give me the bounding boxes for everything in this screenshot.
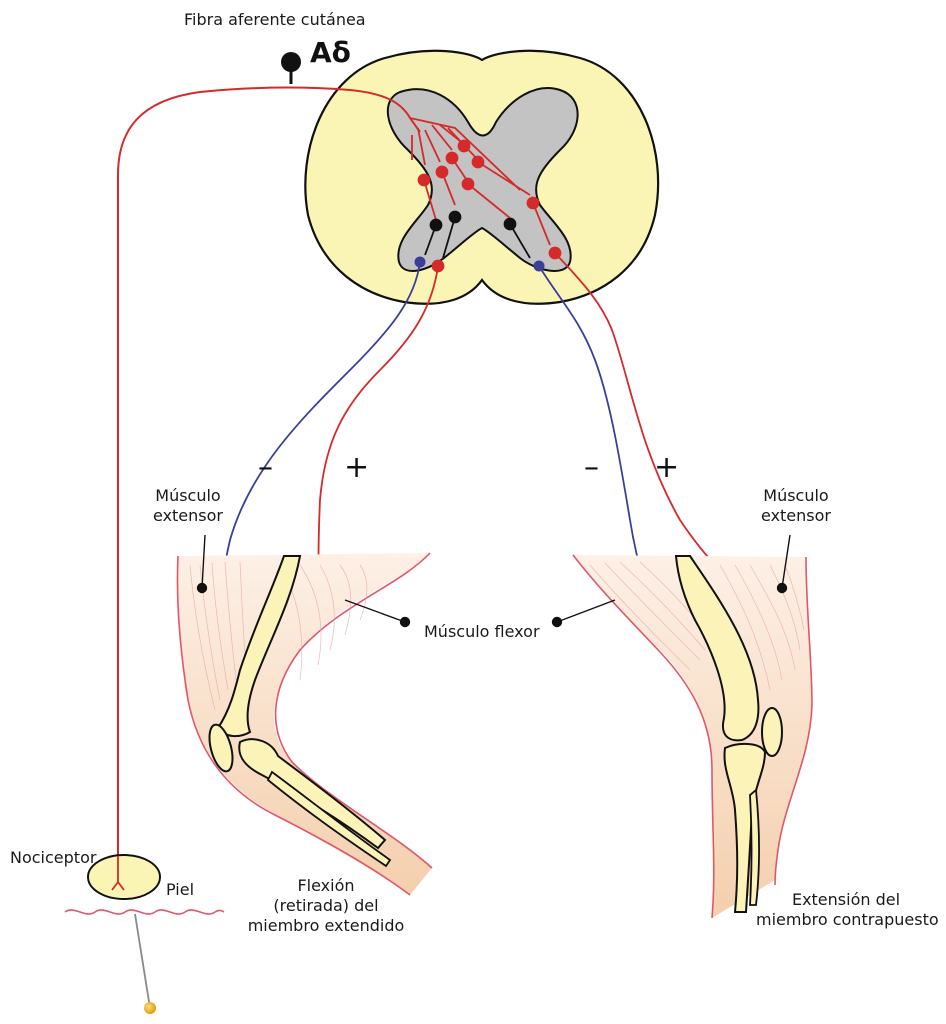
spinal-cord xyxy=(305,51,658,304)
afferent-fiber-label: Fibra aferente cutánea xyxy=(184,10,366,30)
left-inhibit-sign: – xyxy=(258,453,273,483)
flexor-label: Músculo flexor xyxy=(424,622,540,642)
skin-line xyxy=(65,910,224,914)
skin-label: Piel xyxy=(166,880,194,900)
right-inhibit-sign: – xyxy=(584,453,599,483)
dorsal-root-ganglion-icon xyxy=(281,52,301,72)
nociceptor xyxy=(88,855,160,899)
pin-icon xyxy=(135,914,156,1014)
nociceptor-label: Nociceptor xyxy=(10,848,96,868)
right-extensor-label: Músculo extensor xyxy=(756,486,836,526)
left-excite-sign: + xyxy=(344,453,369,483)
left-extensor-label: Músculo extensor xyxy=(148,486,228,526)
right-excite-sign: + xyxy=(654,453,679,483)
right-leg xyxy=(573,555,812,918)
left-caption: Flexión (retirada) del miembro extendido xyxy=(246,876,406,936)
right-caption: Extensión del miembro contrapuesto xyxy=(756,890,936,930)
left-leg xyxy=(177,553,432,895)
fiber-type-label: Aδ xyxy=(310,36,351,69)
